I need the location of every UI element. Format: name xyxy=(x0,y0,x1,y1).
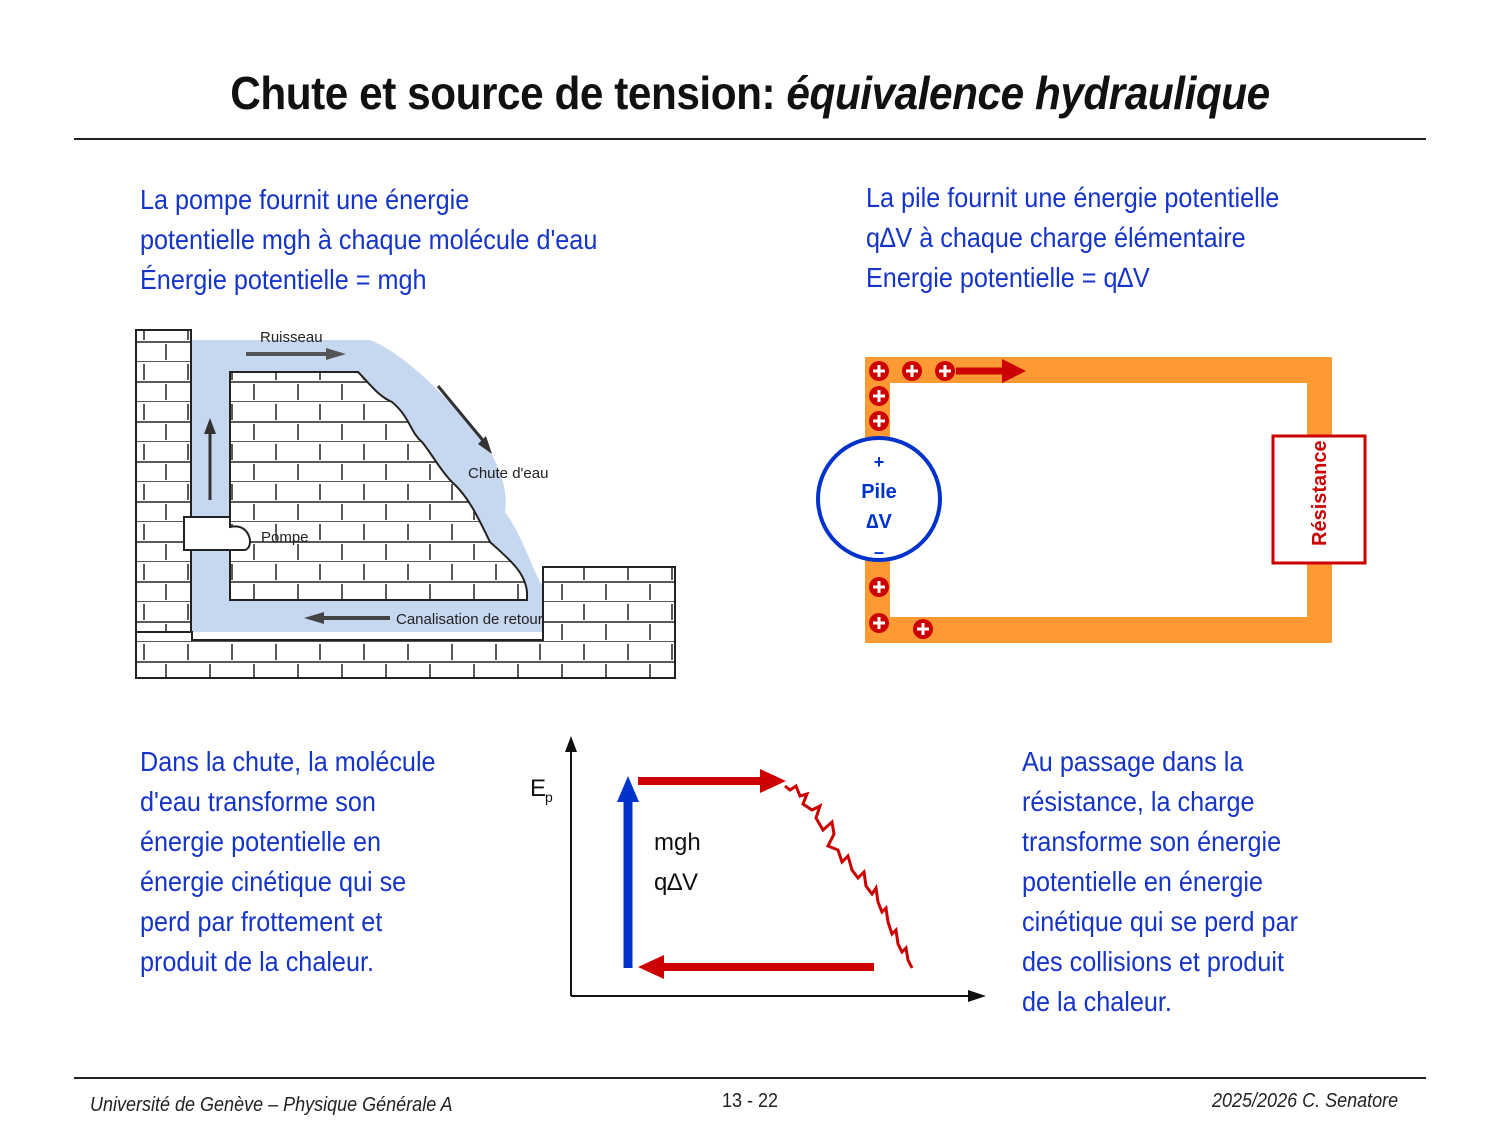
return-pipe-label: Canalisation de retour xyxy=(396,611,543,628)
text-line: cinétique qui se perd par xyxy=(1022,906,1298,937)
battery xyxy=(816,436,942,562)
pump-description: La pompe fournit une énergie potentielle… xyxy=(140,180,597,300)
battery-description: La pile fournit une énergie potentielle … xyxy=(866,178,1279,298)
text-line: de la chaleur. xyxy=(1022,986,1172,1017)
left-wall xyxy=(135,329,192,677)
footer-left: Université de Genève – Physique Générale… xyxy=(90,1094,453,1116)
pump-label: Pompe xyxy=(261,529,309,546)
title-plain: Chute et source de tension: xyxy=(230,67,787,119)
fall-arrow-icon xyxy=(436,385,488,445)
battery-label: Pile xyxy=(861,481,897,503)
text-line: Energie potentielle = q∆V xyxy=(866,262,1150,293)
waterfall-description: Dans la chute, la molécule d'eau transfo… xyxy=(140,742,436,982)
floor-bricks xyxy=(136,567,675,678)
text-line: énergie potentielle en xyxy=(140,826,381,857)
text-line: q∆V à chaque charge élémentaire xyxy=(866,222,1246,253)
text-line: perd par frottement et xyxy=(140,906,383,937)
text-line: des collisions et produit xyxy=(1022,946,1284,977)
central-block-bricks xyxy=(230,372,527,600)
text-line: potentielle en énergie xyxy=(1022,866,1263,897)
slide-title: Chute et source de tension: équivalence … xyxy=(60,66,1440,120)
circuit-diagram: Résistance + Pile ∆V – xyxy=(816,357,1367,643)
battery-plus: + xyxy=(874,452,885,472)
footer-divider xyxy=(74,1077,1426,1079)
text-line: résistance, la charge xyxy=(1022,786,1255,817)
text-line: potentielle mgh à chaque molécule d'eau xyxy=(140,224,598,255)
text-line: Au passage dans la xyxy=(1022,746,1244,777)
text-line: transforme son énergie xyxy=(1022,826,1282,857)
energy-label-qdv: q∆V xyxy=(654,869,698,896)
text-line: Dans la chute, la molécule xyxy=(140,746,436,777)
title-italic: équivalence hydraulique xyxy=(786,67,1270,119)
waterfall-label: Chute d'eau xyxy=(468,465,548,482)
battery-minus: – xyxy=(874,542,884,562)
resistor-label: Résistance xyxy=(1309,440,1331,546)
resistance-description: Au passage dans la résistance, la charge… xyxy=(1022,742,1298,1022)
page-number: 13 - 22 xyxy=(722,1090,779,1112)
text-line: La pile fournit une énergie potentielle xyxy=(866,182,1280,213)
energy-label-mgh: mgh xyxy=(654,829,701,856)
pump-icon xyxy=(183,516,251,551)
resistor xyxy=(1271,434,1367,565)
dissipation-wave xyxy=(784,783,914,969)
stream-label: Ruisseau xyxy=(260,329,323,346)
charges xyxy=(869,361,955,639)
text-line: La pompe fournit une énergie xyxy=(140,184,470,215)
title-divider xyxy=(74,138,1426,140)
text-line: Énergie potentielle = mgh xyxy=(140,264,427,295)
battery-voltage: ∆V xyxy=(866,511,892,533)
footer-right: 2025/2026 C. Senatore xyxy=(1212,1090,1399,1112)
text-line: d'eau transforme son xyxy=(140,786,376,817)
text-line: énergie cinétique qui se xyxy=(140,866,407,897)
text-line: produit de la chaleur. xyxy=(140,946,374,977)
hydraulic-figure: Ruisseau Chute d'eau Pompe Canalisation … xyxy=(135,329,676,679)
energy-diagram: E p mgh q∆V xyxy=(530,736,986,1002)
y-axis-label-sub: p xyxy=(545,789,553,805)
y-axis-label: E xyxy=(530,775,546,802)
